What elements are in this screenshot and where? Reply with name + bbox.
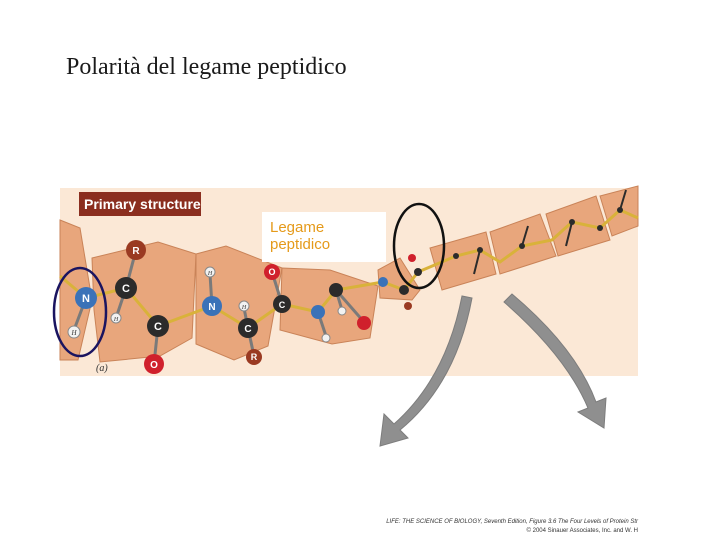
nitrogen-atom <box>311 305 325 319</box>
residue-block <box>195 245 283 361</box>
arrow-right <box>503 293 607 429</box>
oxygen-atom <box>408 254 416 262</box>
carbon-atom <box>617 207 623 213</box>
carbon-atom <box>329 283 343 297</box>
carbon-atom <box>238 318 258 338</box>
nitrogen-atom <box>202 296 222 316</box>
atom-label: C <box>279 300 286 310</box>
r-group-atom <box>246 349 262 365</box>
carbon-atom <box>273 295 291 313</box>
hydrogen-atom <box>67 325 81 339</box>
carbon-atom <box>519 243 525 249</box>
callout-line: Legame <box>270 219 325 236</box>
atoms: N H C R H C O N H H C R O C <box>67 207 623 374</box>
carbon-atom <box>597 225 603 231</box>
atom-label: R <box>251 352 258 362</box>
hydrogen-atom <box>238 300 250 312</box>
atom-label: C <box>244 324 251 335</box>
oxygen-atom <box>264 264 280 280</box>
oxygen-atom <box>144 354 164 374</box>
peptide-bond-line <box>417 208 639 274</box>
atom-label: C <box>122 283 130 295</box>
oxygen-atom <box>357 316 371 330</box>
highlight-ring-n-terminus <box>52 266 108 358</box>
atom-label: H <box>207 271 213 277</box>
residue-block <box>91 241 197 363</box>
carbon-atom <box>399 285 409 295</box>
carbon-atom <box>569 219 575 225</box>
nitrogen-atom <box>378 277 388 287</box>
atom-label: N <box>82 293 90 305</box>
hydrogen-atom <box>321 333 331 343</box>
atom-label: N <box>208 302 215 313</box>
credit-line: LIFE: THE SCIENCE OF BIOLOGY, Seventh Ed… <box>386 519 638 525</box>
atom-label: H <box>113 317 119 323</box>
highlight-ring-peptide-bond <box>392 202 446 290</box>
panel-label: (a) <box>96 363 108 374</box>
distant-side-bonds <box>473 189 627 275</box>
r-group-atom <box>404 302 412 310</box>
page-title: Polarità del legame peptidico <box>66 54 347 80</box>
carbon-atom <box>115 277 137 299</box>
residue-block <box>429 231 497 291</box>
atom-label: C <box>154 321 162 333</box>
hydrogen-atom <box>337 306 347 316</box>
atom-label: O <box>150 360 158 371</box>
arrows <box>379 293 607 447</box>
atom-label: R <box>132 246 140 257</box>
carbon-atom <box>414 268 422 276</box>
credit-line: © 2004 Sinauer Associates, Inc. and W. H <box>526 528 638 534</box>
atom-label: H <box>70 329 77 337</box>
carbon-atom <box>147 315 169 337</box>
arrow-left <box>379 295 473 447</box>
hydrogen-atom <box>110 312 122 324</box>
callout-line: peptidico <box>270 236 331 253</box>
r-group-atom <box>126 240 146 260</box>
carbon-atom <box>477 247 483 253</box>
nitrogen-atom <box>75 287 97 309</box>
peptide-bond-callout: Legame peptidico <box>262 212 386 262</box>
section-label: Primary structure <box>79 192 201 216</box>
atom-label: H <box>241 305 247 311</box>
figure-credit: LIFE: THE SCIENCE OF BIOLOGY, Seventh Ed… <box>386 518 638 536</box>
hydrogen-atom <box>204 266 216 278</box>
residue-block <box>545 195 611 257</box>
atom-label: O <box>268 267 275 277</box>
carbon-atom <box>453 253 459 259</box>
